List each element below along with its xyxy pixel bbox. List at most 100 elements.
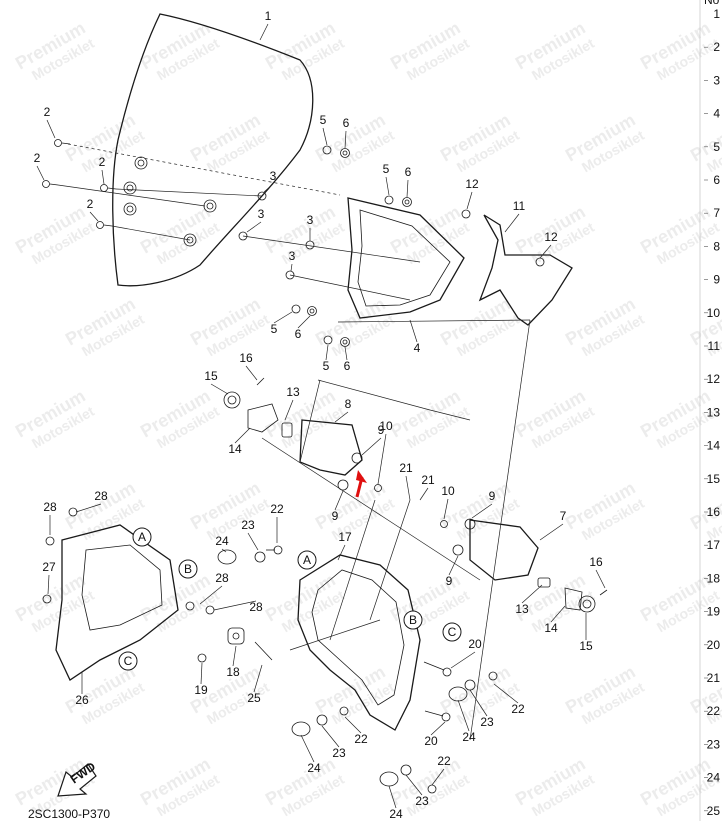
callout-label: 6 [343,116,350,130]
main-stay-17-part [297,554,421,731]
callout-leader-line [284,399,294,421]
callout-label: 15 [204,369,218,383]
callout-label: 5 [383,162,390,176]
callout-leader-line [337,544,346,561]
callout-label: 7 [560,509,567,523]
diagram-code: 2SC1300-P370 [28,807,110,821]
callout-label: 3 [289,249,296,263]
bracket-11-part [478,214,573,326]
callout-label: 15 [579,639,593,653]
callout-leader-line [200,662,203,685]
callout-label: 6 [344,359,351,373]
ref-number: 5 [713,140,720,154]
callout-leader-line [36,165,45,181]
connector-circle [297,550,317,570]
callout-leader-line [466,191,473,210]
ref-number: 10 [707,306,721,320]
callout-label: 24 [389,807,403,821]
callout-leader-line [263,183,274,193]
callout-leader-line [253,664,263,693]
panel-26-inner [81,544,163,631]
nut-6-parts [307,148,412,347]
callout-label: 10 [441,484,455,498]
callout-label: 16 [589,555,603,569]
ref-number: 20 [707,638,721,652]
connector-label: B [184,562,192,576]
callout-leader-line [259,23,269,41]
callout-label: 23 [415,794,429,808]
callout-leader-line [344,130,347,149]
callout-leader-line [325,344,329,361]
windscreen-part [112,13,314,287]
callout-label: 9 [446,574,453,588]
callout-leader-line [431,768,445,786]
connector-circle [442,622,462,642]
red-arrow-icon [355,470,367,498]
callout-leader-line [247,532,259,551]
callout-leader-line [47,574,50,595]
ref-number: 3 [713,73,720,87]
callout-leader-line [450,651,476,669]
callout-label: 11 [513,199,526,213]
ref-number: 21 [707,671,721,685]
callout-label: 20 [424,734,438,748]
callout-leader-line [46,119,56,139]
damper-18-part [227,627,245,645]
connector-label: C [448,625,457,639]
callout-leader-line [101,169,105,185]
callout-label: 10 [379,419,393,433]
ref-column-header: No [704,0,720,7]
callout-label: 9 [489,489,496,503]
collar-10-parts [374,484,448,528]
ref-number: 1 [713,7,720,21]
callout-label: 22 [511,702,525,716]
callout-label: 13 [515,602,529,616]
callout-leader-line [210,383,229,395]
connector-label: C [124,654,133,668]
ref-number: 8 [713,239,720,253]
windscreen-holes [123,156,217,247]
ref-number: 7 [713,206,720,220]
callout-leader-line [388,785,397,809]
callout-leader-line [430,721,446,736]
ref-number: 6 [713,173,720,187]
callout-label: 22 [270,502,284,516]
callout-leader-line [493,683,519,704]
ref-number: 16 [707,505,721,519]
connector-label: B [409,613,417,627]
callout-leader-line [273,311,293,324]
callout-leader-line [419,487,429,501]
callout-leader-line [234,427,251,444]
callout-label: 2 [44,105,51,119]
callout-label: 5 [320,113,327,127]
callout-label: 2 [87,197,94,211]
ref-number: 22 [707,704,721,718]
callout-label: 3 [307,213,314,227]
ref-number: 2 [713,40,720,54]
bracket-4-part [347,197,465,319]
ref-number: 9 [713,273,720,287]
callout-label: 20 [468,637,482,651]
callout-label: 12 [544,230,558,244]
callout-leader-line [221,548,227,553]
callout-label: 28 [249,600,263,614]
callout-leader-line [344,346,348,361]
callout-leader-line [334,490,344,511]
callout-leader-line [469,689,488,717]
callout-leader-line [361,437,382,456]
